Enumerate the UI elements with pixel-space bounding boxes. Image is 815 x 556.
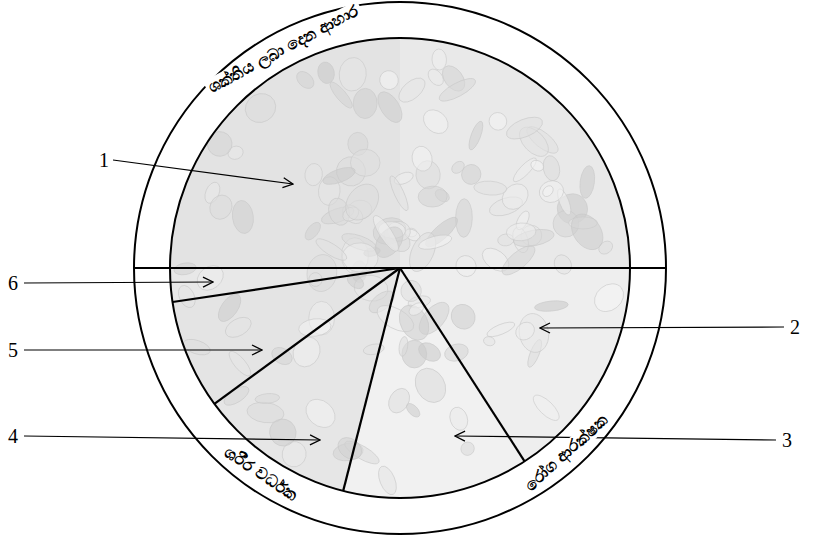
food-item	[541, 154, 562, 182]
food-item	[512, 319, 538, 344]
food-item	[226, 348, 254, 379]
group-heading: රෝග ආරක්ෂක	[519, 409, 613, 497]
food-item	[369, 213, 402, 255]
food-item	[204, 128, 235, 159]
food-item	[334, 433, 366, 464]
sector-dividers	[134, 38, 666, 498]
leader-line	[24, 349, 262, 350]
leader-line	[113, 160, 293, 184]
food-item	[431, 49, 447, 71]
food-item	[192, 260, 228, 295]
food-item	[417, 232, 453, 252]
food-item	[418, 185, 448, 207]
food-item	[443, 341, 471, 363]
food-item	[503, 113, 545, 144]
food-item	[485, 109, 510, 134]
food-sector	[170, 38, 400, 268]
food-item	[300, 394, 340, 434]
food-item	[393, 300, 434, 346]
food-item	[395, 73, 430, 106]
food-item	[452, 252, 480, 280]
food-item	[206, 191, 236, 223]
food-item	[482, 335, 495, 347]
food-item	[425, 66, 446, 88]
food-item	[551, 252, 575, 277]
food-item	[265, 414, 301, 450]
divider-line	[343, 268, 400, 491]
food-item	[534, 299, 569, 312]
divider-line	[400, 268, 525, 461]
food-item	[506, 222, 537, 242]
food-item	[313, 235, 349, 264]
food-item	[304, 163, 324, 187]
food-pictures	[173, 49, 629, 498]
food-item	[410, 144, 435, 173]
food-item	[240, 88, 281, 128]
food-item	[375, 464, 400, 498]
callout-number: 4	[8, 425, 18, 448]
leader-line	[540, 327, 784, 328]
food-item	[362, 342, 385, 356]
food-item	[304, 252, 339, 293]
food-item	[376, 67, 402, 93]
food-sector	[400, 38, 630, 268]
food-item	[387, 174, 411, 213]
food-item	[230, 199, 255, 235]
food-item	[288, 332, 325, 371]
food-item	[255, 393, 280, 405]
food-item	[565, 208, 609, 255]
food-item	[455, 199, 472, 238]
callout-number: 5	[8, 339, 18, 362]
food-item	[529, 158, 545, 173]
food-item	[175, 283, 199, 311]
food-item	[485, 319, 516, 339]
food-item	[339, 178, 386, 227]
food-item	[473, 180, 507, 196]
group-heading: ශක්තිය ලබා දෙන ආහාර	[203, 0, 365, 98]
food-item	[541, 184, 556, 199]
divider-line	[173, 268, 400, 302]
leader-line	[455, 436, 776, 440]
food-item	[578, 165, 596, 199]
food-item	[458, 439, 477, 458]
leader-line	[24, 436, 320, 440]
food-item	[537, 178, 567, 206]
food-item	[447, 405, 471, 433]
food-item	[409, 363, 452, 408]
food-item	[316, 60, 337, 85]
food-item	[449, 159, 466, 176]
food-item	[498, 241, 540, 280]
food-item	[321, 164, 357, 188]
food-item	[589, 278, 629, 317]
callout-number: 6	[8, 272, 18, 295]
leader-lines	[24, 160, 784, 440]
food-item	[466, 120, 485, 152]
food-item	[181, 336, 212, 358]
callout-number: 2	[790, 316, 800, 339]
food-item	[338, 56, 368, 92]
callout-number: 1	[99, 149, 109, 172]
leader-line	[24, 282, 213, 283]
food-item	[447, 300, 480, 334]
food-item	[404, 401, 422, 419]
food-item	[298, 317, 332, 338]
food-item	[419, 105, 453, 138]
food-item	[398, 336, 409, 357]
food-item	[353, 88, 378, 119]
divider-line	[214, 268, 400, 404]
food-item	[293, 68, 317, 92]
food-item	[529, 391, 562, 424]
callout-number: 3	[782, 429, 792, 452]
group-heading: ශරීර වර්ධක	[218, 442, 303, 507]
